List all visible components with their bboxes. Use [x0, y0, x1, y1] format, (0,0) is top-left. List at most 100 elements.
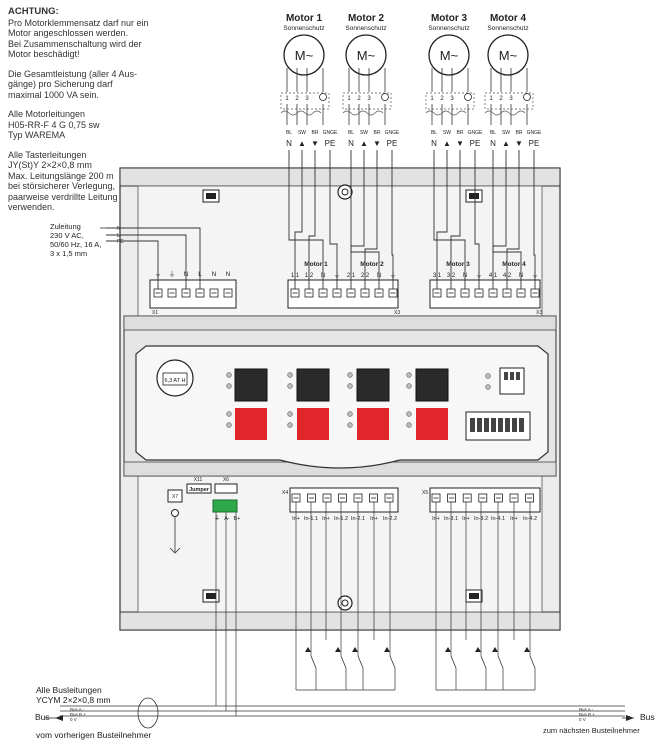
wire-color-label: BL	[286, 130, 292, 136]
motor-wire	[350, 150, 365, 289]
motor-wire	[474, 150, 480, 289]
bus-wire-label: Bus B +	[70, 712, 86, 717]
motor-cable-note: Alle Motorleitungen H05-RR-F 4 G 0,75 sw…	[8, 109, 168, 141]
motor-plug-outline	[342, 92, 392, 110]
relay-button[interactable]	[235, 408, 267, 440]
motor-symbol-label: M~	[499, 48, 518, 63]
up-arrow-icon	[475, 647, 481, 652]
jumper-x11[interactable]: X11 Jumper	[186, 477, 212, 494]
switch-contact	[450, 655, 457, 669]
pin-label: 2	[499, 96, 503, 102]
bus-wire-label: 0 V	[579, 717, 586, 722]
channel-display	[415, 368, 449, 402]
up-arrow-icon	[352, 647, 358, 652]
supply-wire	[106, 240, 159, 289]
motor-wire	[450, 150, 461, 289]
power-note: Die Gesamtleistung (aller 4 Aus- gänge) …	[8, 69, 168, 101]
x6-label: X6	[223, 477, 229, 483]
x7-label: X7	[172, 494, 178, 500]
motor-wire	[433, 150, 466, 289]
supply-line: 3 x 1,5 mm	[50, 249, 87, 258]
up-arrow-icon	[445, 647, 451, 652]
up-arrow-icon	[492, 647, 498, 652]
din-clip	[465, 589, 483, 603]
pin-label: 1	[430, 96, 434, 102]
motor-wire	[308, 150, 316, 289]
motor-plug-outline	[484, 92, 534, 110]
motor-wire	[436, 150, 448, 289]
wire-func-label: ▼	[456, 139, 464, 148]
status-led	[485, 373, 491, 390]
motor-wire	[533, 150, 536, 289]
housing-bottom-rail	[119, 611, 561, 631]
installation-notes: ACHTUNG: Pro Motorklemmensatz darf nur e…	[8, 6, 168, 222]
pin-label: 2	[357, 96, 361, 102]
switch-contact	[497, 655, 504, 669]
supply-line: Zuleitung	[50, 222, 81, 231]
motor-symbol	[487, 34, 529, 76]
up-arrow-icon	[305, 647, 311, 652]
note-line: Max. Leitungslänge 200 m	[8, 170, 114, 181]
wire-func-label: ▲	[443, 139, 451, 148]
control-panel	[226, 367, 531, 441]
cable-marker	[484, 110, 526, 116]
pin-label: 3	[367, 96, 371, 102]
dip-switch-block[interactable]	[465, 411, 531, 441]
supply-info: Zuleitung 230 V AC, 50/60 Hz, 16 A, 3 x …	[50, 222, 124, 258]
motor-wire	[506, 150, 520, 289]
pin-label: 1	[489, 96, 493, 102]
wire-color-label: BL	[490, 130, 496, 136]
wire-func-label: PE	[470, 139, 481, 148]
motor-subtitle: Sonnenschutz	[283, 25, 324, 32]
wire-func-label: ▼	[373, 139, 381, 148]
note-line: Die Gesamtleistung (aller 4 Aus-	[8, 68, 138, 79]
block-label: X5	[422, 490, 428, 496]
block-label: X3	[536, 310, 542, 316]
status-led	[406, 372, 412, 428]
relay-button[interactable]	[357, 408, 389, 440]
wire-func-label: PE	[387, 139, 398, 148]
wire-func-label: ▲	[298, 139, 306, 148]
block-header: Motor 1	[304, 261, 328, 268]
wire-func-label: N	[431, 139, 437, 148]
wire-color-label: GNGE	[385, 130, 400, 136]
note-line: Typ WAREMA	[8, 130, 66, 140]
terminal-label: B+	[234, 516, 241, 522]
motor-symbol-label: M~	[357, 48, 376, 63]
pe-symbol	[381, 93, 389, 101]
status-led	[287, 372, 293, 428]
fuse-label: 6,3 AT H	[165, 378, 186, 384]
pe-symbol	[523, 93, 531, 101]
note-line: bei störsicherer Verlegung,	[8, 181, 116, 191]
note-line: gänge) pro Sicherung darf	[8, 79, 113, 89]
wire-color-label: SW	[502, 130, 510, 136]
terminal-label: ⏚	[214, 515, 220, 522]
supply-line: 50/60 Hz, 16 A,	[50, 240, 101, 249]
address-switch[interactable]	[499, 367, 525, 395]
din-clip	[202, 189, 220, 203]
block-header: Motor 3	[446, 261, 470, 268]
motor-wire	[364, 150, 378, 289]
wire-color-label: BL	[348, 130, 354, 136]
bus-right-label: Bus	[640, 712, 655, 722]
note-line: H05-RR-F 4 G 0,75 sw	[8, 119, 100, 130]
motor-subtitle: Sonnenschutz	[345, 25, 386, 32]
motor-plug-outline	[280, 92, 330, 110]
bus-cable-line: YCYM 2×2×0,8 mm	[36, 695, 111, 705]
relay-button[interactable]	[416, 408, 448, 440]
relay-button[interactable]	[297, 408, 329, 440]
note-line: Bei Zusammenschaltung wird der	[8, 38, 142, 49]
wire-func-label: ▼	[311, 139, 319, 148]
up-arrow-icon	[335, 647, 341, 652]
wire-func-label: N	[490, 139, 496, 148]
arrow-right-icon	[55, 715, 63, 721]
bus-wire-label: Bus A -	[70, 707, 85, 712]
warning-note: ACHTUNG: Pro Motorklemmensatz darf nur e…	[8, 6, 168, 60]
supply-wire	[106, 234, 187, 289]
bus-wire-label: Bus A -	[579, 707, 594, 712]
motor-2: Motor 2 Sonnenschutz M~	[345, 13, 387, 76]
up-arrow-icon	[384, 647, 390, 652]
wire-color-label: BR	[312, 130, 319, 136]
supply-wire	[106, 227, 201, 289]
